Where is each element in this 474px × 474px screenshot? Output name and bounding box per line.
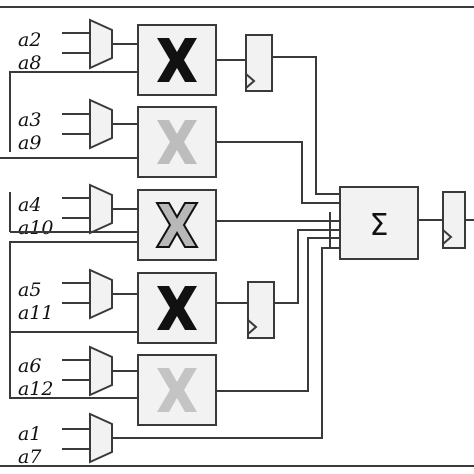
mux-6 <box>89 412 113 464</box>
mux-3 <box>89 183 113 235</box>
input-label: a7 <box>18 446 42 468</box>
mux-1 <box>89 18 113 70</box>
input-label: a4 <box>18 194 41 216</box>
sigma-symbol: Σ <box>370 208 389 243</box>
mux-output-wires <box>112 43 138 372</box>
mux-4 <box>89 268 113 320</box>
multiply-x-icon <box>157 286 197 330</box>
register-2 <box>247 281 275 339</box>
multiply-x-icon <box>155 202 199 248</box>
mux-5 <box>89 345 113 397</box>
multiply-x-icon <box>157 120 197 164</box>
input-label: a10 <box>18 217 54 239</box>
input-wires <box>62 32 90 450</box>
input-label: a11 <box>18 302 54 324</box>
register-out <box>442 191 466 249</box>
input-label: a2 <box>18 29 41 51</box>
feedback-wires <box>0 71 138 399</box>
register-1 <box>245 34 273 92</box>
input-label: a9 <box>18 132 41 154</box>
input-label: a3 <box>18 109 41 131</box>
multiply-x-icon <box>157 38 197 82</box>
input-label: a5 <box>18 279 41 301</box>
mux-2 <box>89 98 113 150</box>
datapath-wires <box>112 56 340 439</box>
adder-block <box>339 186 419 260</box>
input-label: a6 <box>18 355 41 377</box>
input-label: a12 <box>18 378 54 400</box>
multiply-x-icon <box>157 368 197 412</box>
input-label: a1 <box>18 423 41 445</box>
input-label: a8 <box>18 52 41 74</box>
